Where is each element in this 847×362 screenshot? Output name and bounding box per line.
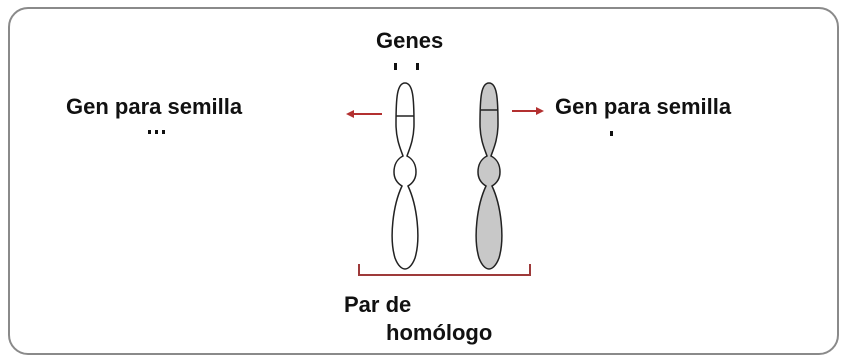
- chromosome-left-body: [392, 83, 418, 269]
- gene-tick-left: [394, 63, 397, 70]
- chromosome-left: [392, 83, 418, 269]
- right-arrow: [512, 107, 544, 115]
- chromosome-right-body: [476, 83, 502, 269]
- pair-bracket: [359, 264, 530, 275]
- pair-label-line1: Par de: [344, 294, 411, 316]
- left-arrow: [346, 110, 382, 118]
- genes-label: Genes: [376, 30, 443, 52]
- right-label-tick: [610, 131, 613, 136]
- gene-tick-right: [416, 63, 419, 70]
- chromosome-right: [476, 83, 502, 269]
- left-label-dots: [148, 130, 165, 134]
- right-gene-label: Gen para semilla: [555, 96, 731, 118]
- left-gene-label: Gen para semilla: [66, 96, 242, 118]
- pair-label-line2: homólogo: [386, 322, 492, 344]
